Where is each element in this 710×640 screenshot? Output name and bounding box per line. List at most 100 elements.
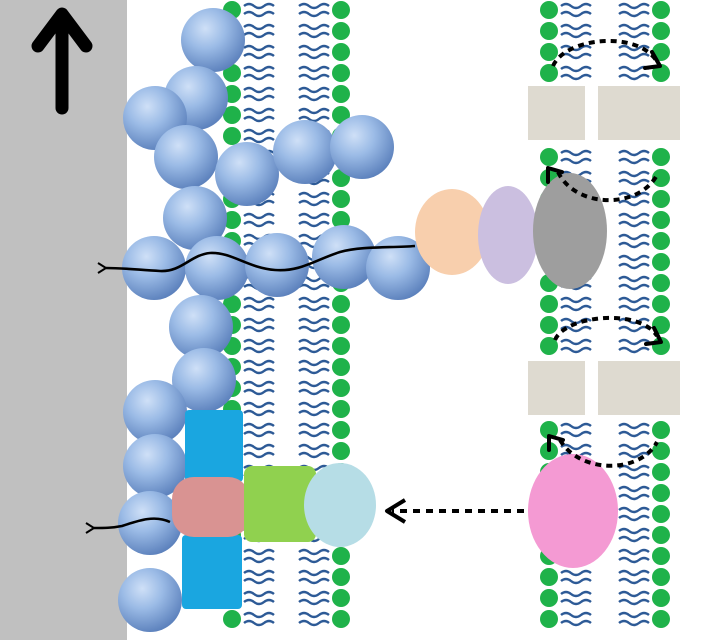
lower-channel (528, 361, 680, 415)
lipid-head (652, 526, 670, 544)
lipid-tail (298, 569, 330, 577)
blue-block-top (185, 410, 243, 482)
lipid-tail (560, 52, 592, 60)
lipid-tail (243, 317, 275, 325)
lipid-tail (298, 52, 330, 60)
filament-bead (245, 233, 309, 297)
lipid-tail (560, 10, 592, 18)
lipid-tail (298, 367, 330, 375)
lipid-tail (243, 23, 275, 31)
lipid-head (332, 190, 350, 208)
lipid-head (332, 43, 350, 61)
lipid-tail (298, 577, 330, 585)
lipid-tail (560, 296, 592, 304)
lipid-tail (243, 401, 275, 409)
lipid-tail (243, 304, 275, 312)
lipid-tail (618, 44, 650, 52)
lipid-head (652, 568, 670, 586)
lipid-tail (560, 304, 592, 312)
lipid-tail (298, 443, 330, 451)
lipid-tail (560, 23, 592, 31)
lipid-tail (298, 283, 330, 291)
filament-bead (169, 295, 233, 359)
lipid-head (332, 442, 350, 460)
lipid-head (652, 64, 670, 82)
lipid-tail (298, 304, 330, 312)
lipid-head (652, 610, 670, 628)
lipid-tail (298, 380, 330, 388)
lipid-tail (243, 10, 275, 18)
lipid-tail (618, 514, 650, 522)
lipid-tail (618, 527, 650, 535)
lipid-tail (618, 233, 650, 241)
lipid-tail (298, 65, 330, 73)
lipid-tail (298, 388, 330, 396)
lipid-head (540, 148, 558, 166)
lipid-tail (618, 346, 650, 354)
lipid-tail (560, 346, 592, 354)
lipid-head (332, 421, 350, 439)
lipid-tail (243, 380, 275, 388)
lipid-head (332, 22, 350, 40)
lipid-head (223, 211, 241, 229)
lower-strand-line (85, 517, 171, 534)
lipid-tail (618, 220, 650, 228)
lipid-tail (618, 464, 650, 472)
lipid-tail (298, 212, 330, 220)
filament-bead (330, 115, 394, 179)
lipid-head (540, 610, 558, 628)
upper-strand-line (97, 244, 416, 274)
pink-protein (528, 454, 618, 568)
lipid-tail (298, 598, 330, 606)
lipid-tail (618, 338, 650, 346)
lipid-tail (560, 157, 592, 165)
lipid-tail (618, 212, 650, 220)
lipid-head (652, 1, 670, 19)
lipid-tail (618, 506, 650, 514)
lipid-head (332, 106, 350, 124)
lipid-head (652, 253, 670, 271)
lipid-tail (243, 619, 275, 627)
lipid-head (540, 1, 558, 19)
lipid-tail (560, 430, 592, 438)
lipid-tail (243, 115, 275, 123)
lipid-head (652, 274, 670, 292)
lipid-tail (243, 569, 275, 577)
lipid-tail (243, 44, 275, 52)
lipid-tail (243, 598, 275, 606)
lipid-head (332, 568, 350, 586)
filament-bead (181, 8, 245, 72)
lipid-tail (560, 149, 592, 157)
filament-bead (312, 225, 376, 289)
lipid-tail (618, 577, 650, 585)
lipid-tail (298, 10, 330, 18)
lipid-tail (618, 430, 650, 438)
lipid-tail (298, 296, 330, 304)
lipid-tail (618, 535, 650, 543)
lipid-tail (560, 31, 592, 39)
lipid-head (332, 589, 350, 607)
lipid-tail (560, 569, 592, 577)
lipid-tail (618, 170, 650, 178)
filament-bead (118, 568, 182, 632)
lipid-head (332, 379, 350, 397)
lipid-tail (618, 52, 650, 60)
lipid-head (332, 610, 350, 628)
lipid-tail (243, 94, 275, 102)
lipid-tail (618, 31, 650, 39)
lipid-tail (618, 472, 650, 480)
lipid-tail (243, 128, 275, 136)
lipid-tail (618, 422, 650, 430)
lipid-head (223, 610, 241, 628)
lipid-head (652, 463, 670, 481)
lipid-tail (618, 451, 650, 459)
lipid-head (540, 43, 558, 61)
lipid-tail (618, 443, 650, 451)
lipid-tail (618, 611, 650, 619)
lipid-head (332, 316, 350, 334)
lipid-head (652, 148, 670, 166)
lipid-tail (618, 493, 650, 501)
blue-block-bottom (182, 535, 242, 609)
lipid-tail (243, 338, 275, 346)
lipid-tail (618, 590, 650, 598)
